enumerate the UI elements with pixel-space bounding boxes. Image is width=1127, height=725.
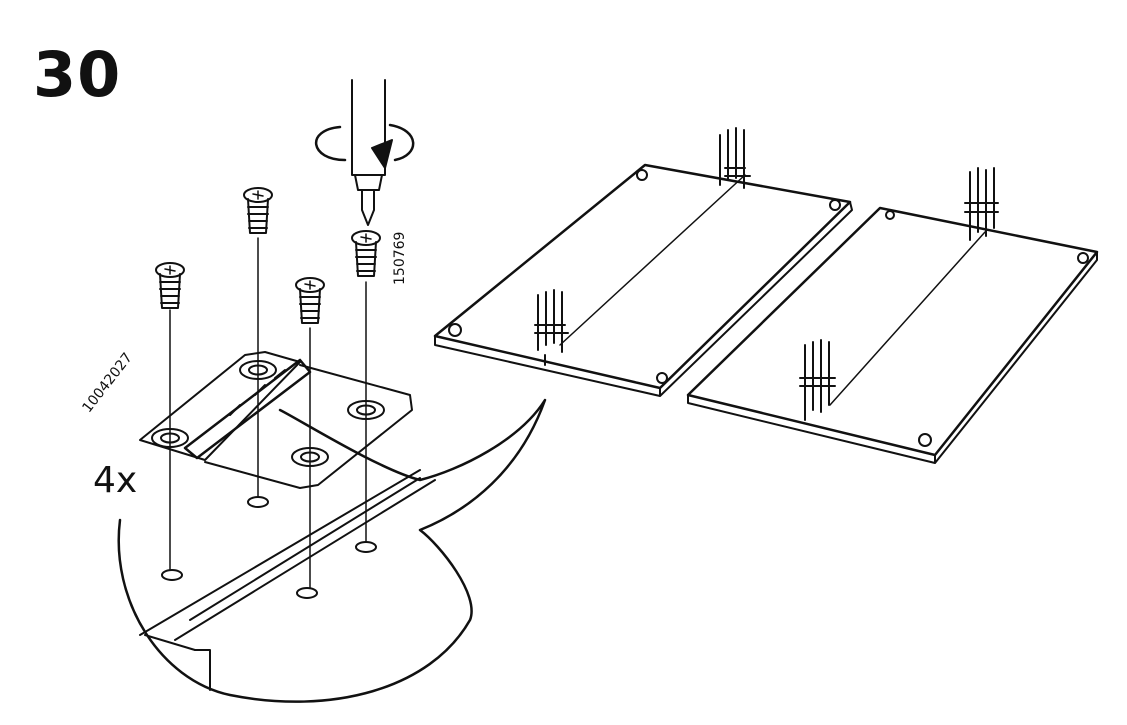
hinge	[139, 351, 413, 489]
screw-icon	[295, 277, 325, 324]
right-panel	[686, 167, 1099, 464]
screw-icon	[351, 230, 381, 277]
step-number: 30	[33, 38, 122, 111]
screw-icon	[243, 187, 273, 234]
screw-icon	[155, 262, 185, 309]
screws	[155, 187, 381, 324]
left-panel	[433, 127, 853, 397]
screw-part-number: 150769	[392, 231, 408, 285]
detail-panel-edge	[139, 469, 436, 691]
screw-guide-lines	[169, 237, 367, 589]
screwdriver-icon	[314, 79, 415, 226]
detail-magnifier-outline	[117, 398, 547, 703]
hinge-quantity: 4x	[93, 460, 138, 501]
